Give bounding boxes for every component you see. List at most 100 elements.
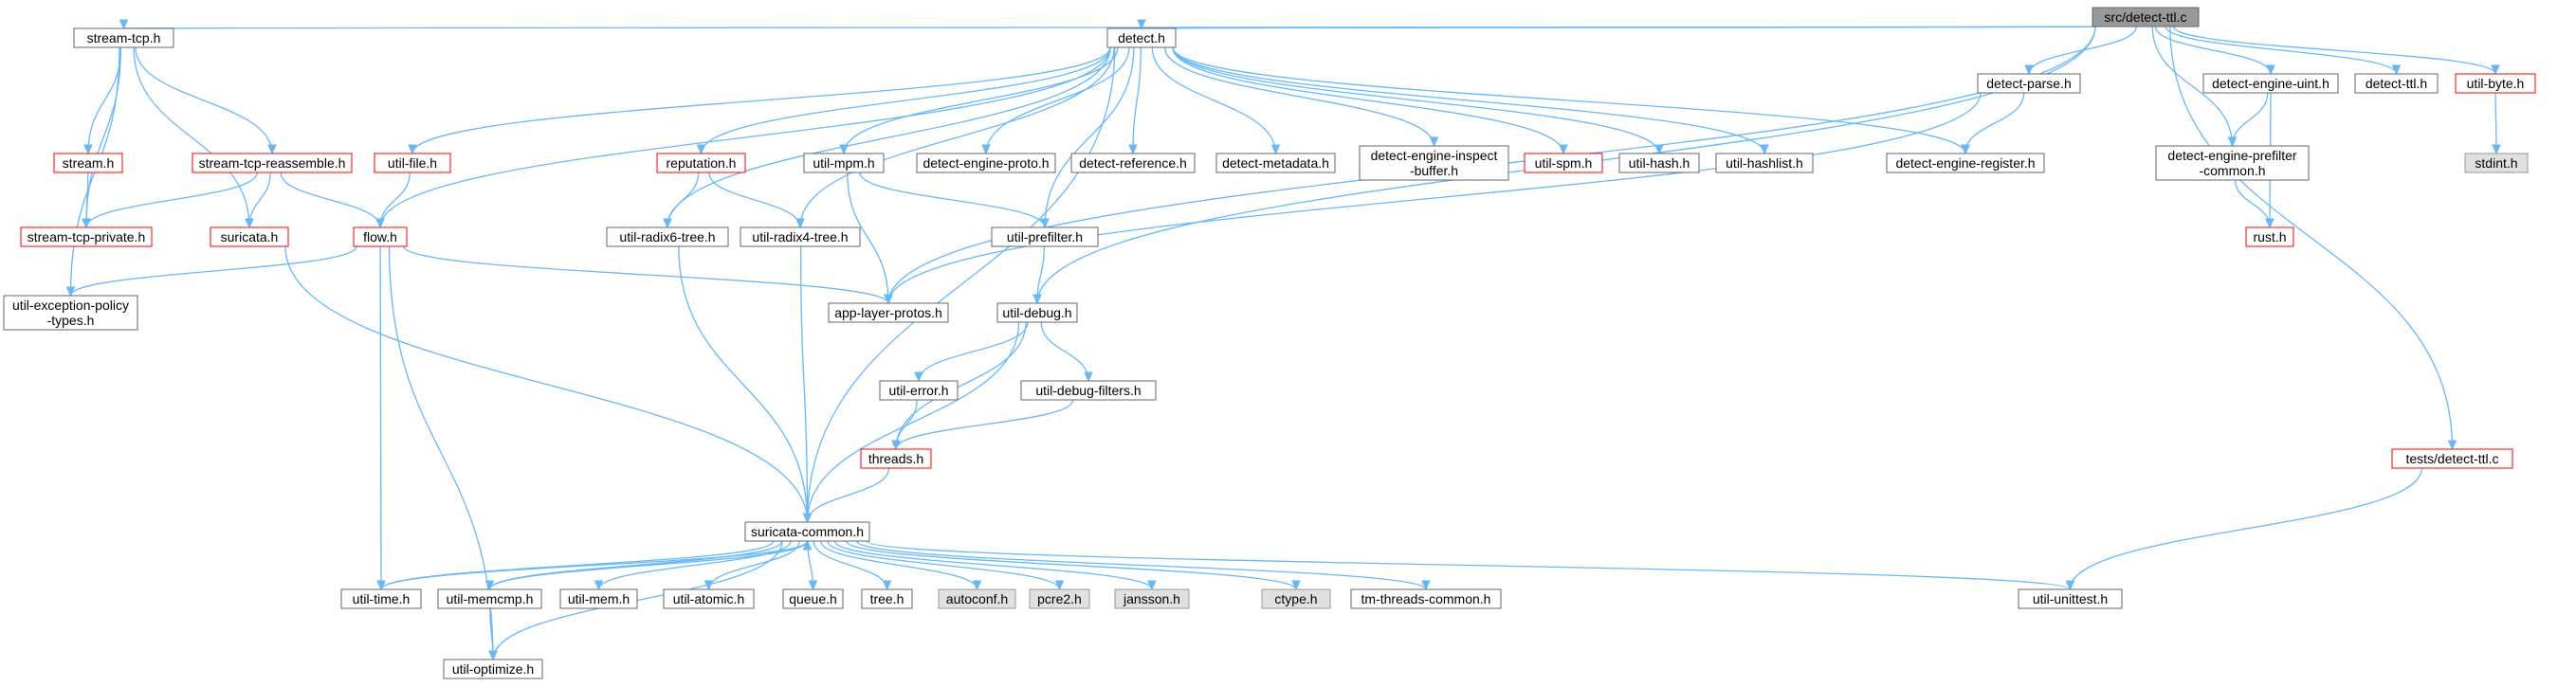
node-util-time-h[interactable]: util-time.h [340,588,422,609]
node-label: reputation.h [667,155,737,171]
node-stream-tcp-h[interactable]: stream-tcp.h [73,27,174,48]
node-util-radix4-tree-h[interactable]: util-radix4-tree.h [740,226,861,247]
node-threads-h[interactable]: threads.h [860,448,932,469]
node-flow-h[interactable]: flow.h [353,226,408,247]
node-util-spm-h[interactable]: util-spm.h [1524,153,1603,173]
edge-detect_h-to-util_radix4_tree_h [799,46,1115,228]
node-ctype-h[interactable]: ctype.h [1261,588,1331,609]
node-label: src/detect-ttl.c [2104,9,2186,25]
node-box [1715,153,1814,173]
node-util-mpm-h[interactable]: util-mpm.h [803,153,885,173]
node-detect-engine-inspect-buffer-h[interactable]: detect-engine-inspect-buffer.h [1359,145,1509,181]
node-util-prefilter-h[interactable]: util-prefilter.h [991,226,1099,247]
node-box [782,588,844,609]
arrowhead-root-to-tests_detect_ttl_c [2447,440,2457,451]
node-box [1261,588,1331,609]
node-label: jansson.h [1123,591,1180,606]
edge-util_mpm_h-to-util_prefilter_h [859,172,1046,228]
arrowhead-root-to-util_byte_h [2491,64,2500,76]
node-detect-parse-h[interactable]: detect-parse.h [1977,73,2081,94]
arrowhead-util_mpm_h-to-util_prefilter_h [1040,218,1050,229]
node-label: detect-reference.h [1079,155,1187,171]
node-util-atomic-h[interactable]: util-atomic.h [663,588,755,609]
node-box [1020,380,1157,401]
node-reputation-h[interactable]: reputation.h [656,153,746,173]
node-util-optimize-h[interactable]: util-optimize.h [443,659,543,679]
node-box [3,295,138,331]
node-detect-ttl-h[interactable]: detect-ttl.h [2354,73,2439,94]
node-label: tests/detect-ttl.c [2405,451,2498,466]
node-box [20,226,153,247]
node-stream-tcp-reassemble-h[interactable]: stream-tcp-reassemble.h [192,153,353,173]
arrowhead-detect_h-to-detect_reference_h [1128,144,1138,155]
edge-detect_h-to-util_hash_h [1172,46,1660,154]
node-tests-detect-ttl-c[interactable]: tests/detect-ttl.c [2391,448,2513,469]
edge-suricata_common_h-to-autoconf_h [820,540,978,590]
node-tree-h[interactable]: tree.h [861,588,913,609]
edge-detect_h-to-detect_metadata_h [1151,46,1277,154]
node-pcre2-h[interactable]: pcre2.h [1029,588,1090,609]
node-jansson-h[interactable]: jansson.h [1114,588,1190,609]
edge-reputation_h-to-util_radix4_tree_h [708,172,801,228]
node-box [2155,145,2310,181]
arrowhead-detect_h-to-util_hash_h [1654,144,1664,155]
arrowhead-detect_parse_h-to-detect_engine_register_h [1961,144,1970,155]
arrowhead-suricata_common_h-to-queue_h [808,580,818,591]
node-box [2354,73,2439,94]
node-app-layer-protos-h[interactable]: app-layer-protos.h [828,302,949,323]
node-suricata-h[interactable]: suricata.h [210,226,289,247]
node-label: util-hash.h [1629,155,1690,171]
node-util-unittest-h[interactable]: util-unittest.h [2018,588,2123,609]
edge-detect_parse_h-to-detect_engine_register_h [1964,92,2025,154]
node-detect-engine-prefilter-common-h[interactable]: detect-engine-prefilter-common.h [2155,145,2310,181]
edge-suricata_common_h-to-util_mem_h [597,540,792,590]
edge-detect_h-to-reputation_h [700,46,1111,154]
node-box [991,226,1099,247]
edge-threads_h-to-suricata_common_h [806,467,890,523]
node-util-exception-policy-types-h[interactable]: util-exception-policy-types.h [3,295,138,331]
edge-util_debug_h-to-suricata_common_h [806,321,1020,523]
node-util-debug-filters-h[interactable]: util-debug-filters.h [1020,380,1157,401]
node-suricata-common-h[interactable]: suricata-common.h [744,521,870,542]
node-util-file-h[interactable]: util-file.h [374,153,451,173]
node-label: detect-parse.h [1986,76,2072,91]
node-util-mem-h[interactable]: util-mem.h [559,588,638,609]
node-autoconf-h[interactable]: autoconf.h [938,588,1016,609]
node-root[interactable]: src/detect-ttl.c [2092,7,2200,27]
node-detect-h[interactable]: detect.h [1106,27,1177,48]
node-stream-tcp-private-h[interactable]: stream-tcp-private.h [20,226,153,247]
node-util-memcmp-h[interactable]: util-memcmp.h [437,588,542,609]
node-queue-h[interactable]: queue.h [782,588,844,609]
arrowhead-detect_h-to-detect_engine_proto_h [981,144,991,155]
node-util-hashlist-h[interactable]: util-hashlist.h [1715,153,1814,173]
node-label: tree.h [870,591,904,606]
node-detect-reference-h[interactable]: detect-reference.h [1070,153,1196,173]
node-box [53,153,123,173]
node-rust-h[interactable]: rust.h [2245,226,2294,247]
node-detect-engine-proto-h[interactable]: detect-engine-proto.h [916,153,1056,173]
node-label: flow.h [363,229,397,244]
node-stream-h[interactable]: stream.h [53,153,123,173]
node-label: util-byte.h [2467,76,2525,91]
node-tm-threads-common-h[interactable]: tm-threads-common.h [1350,588,1502,609]
node-util-byte-h[interactable]: util-byte.h [2455,73,2536,94]
node-util-hash-h[interactable]: util-hash.h [1618,153,1700,173]
node-label: suricata.h [221,229,279,244]
node-util-debug-h[interactable]: util-debug.h [996,302,1078,323]
arrowhead-detect_engine_uint_h-to-detect_engine_prefilter_common_h [2227,136,2238,148]
node-box [828,302,949,323]
node-stdint-h[interactable]: stdint.h [2464,153,2529,173]
node-util-error-h[interactable]: util-error.h [879,380,959,401]
node-detect-metadata-h[interactable]: detect-metadata.h [1215,153,1336,173]
edge-detect_h-to-util_mpm_h [843,46,1119,154]
arrowhead-stream_tcp_h-to-stream_tcp_reassemble_h [267,144,277,155]
node-util-radix6-tree-h[interactable]: util-radix6-tree.h [606,226,729,247]
edge-util_radix6_tree_h-to-suricata_common_h [678,245,809,523]
node-detect-engine-register-h[interactable]: detect-engine-register.h [1886,153,2045,173]
edge-root-to-detect_engine_prefilter_common_h [2151,26,2234,147]
node-detect-engine-uint-h[interactable]: detect-engine-uint.h [2202,73,2339,94]
node-box [2455,73,2536,94]
node-box [2018,588,2123,609]
edge-root-to-detect_ttl_h [2165,26,2398,75]
